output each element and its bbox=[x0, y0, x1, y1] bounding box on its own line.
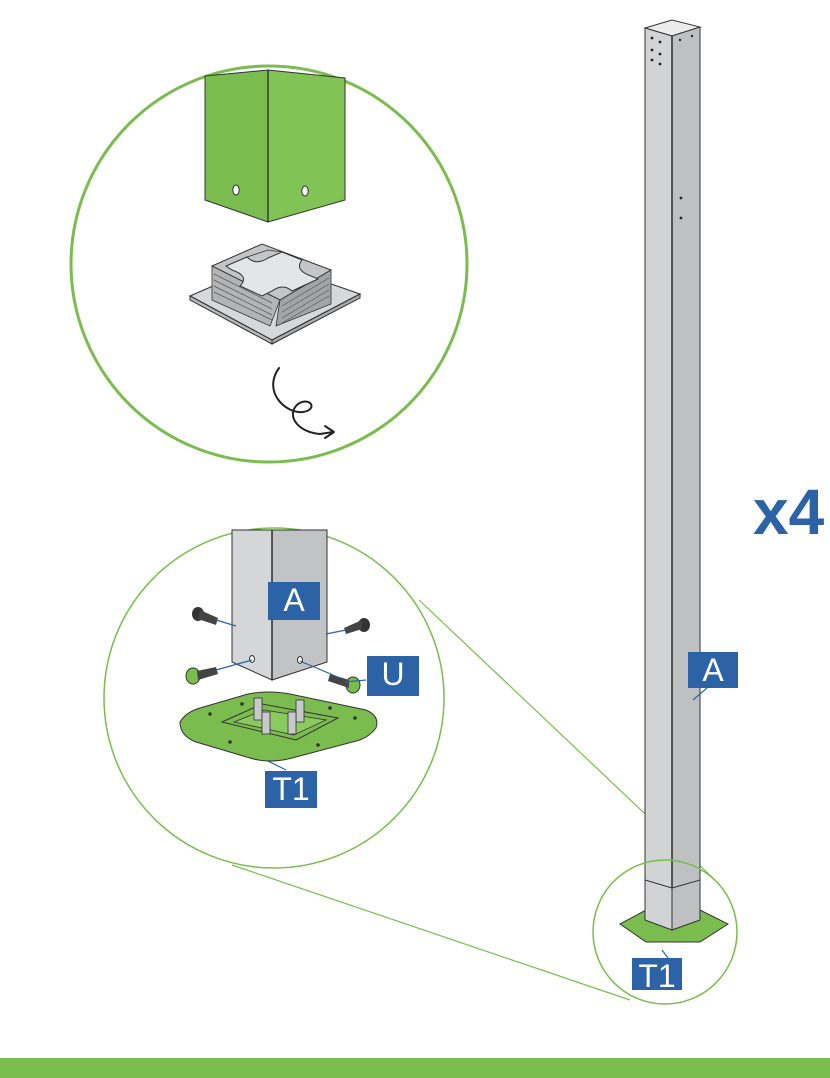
base-cap-icon bbox=[188, 243, 362, 345]
part-label-u: U bbox=[367, 656, 419, 696]
main-post bbox=[643, 19, 708, 931]
part-label-t1-main: T1 bbox=[632, 958, 682, 994]
bolt-icon bbox=[192, 607, 218, 625]
green-post-icon bbox=[204, 69, 346, 223]
bolt-icon bbox=[344, 618, 370, 634]
green-bolt-icon bbox=[185, 667, 218, 685]
top-detail-circle bbox=[69, 64, 469, 464]
part-label-a-detail: A bbox=[268, 582, 320, 620]
bottom-zoom-circle bbox=[592, 859, 738, 1005]
quantity-label: x4 bbox=[753, 480, 825, 544]
base-plate-icon bbox=[179, 691, 378, 762]
footer-bar bbox=[0, 1058, 830, 1078]
arrow-head-icon bbox=[324, 425, 335, 439]
curly-arrow-icon bbox=[272, 367, 334, 436]
lower-detail-circle bbox=[103, 527, 445, 869]
part-label-a-main: A bbox=[688, 652, 738, 688]
part-label-t1-detail: T1 bbox=[265, 771, 317, 808]
